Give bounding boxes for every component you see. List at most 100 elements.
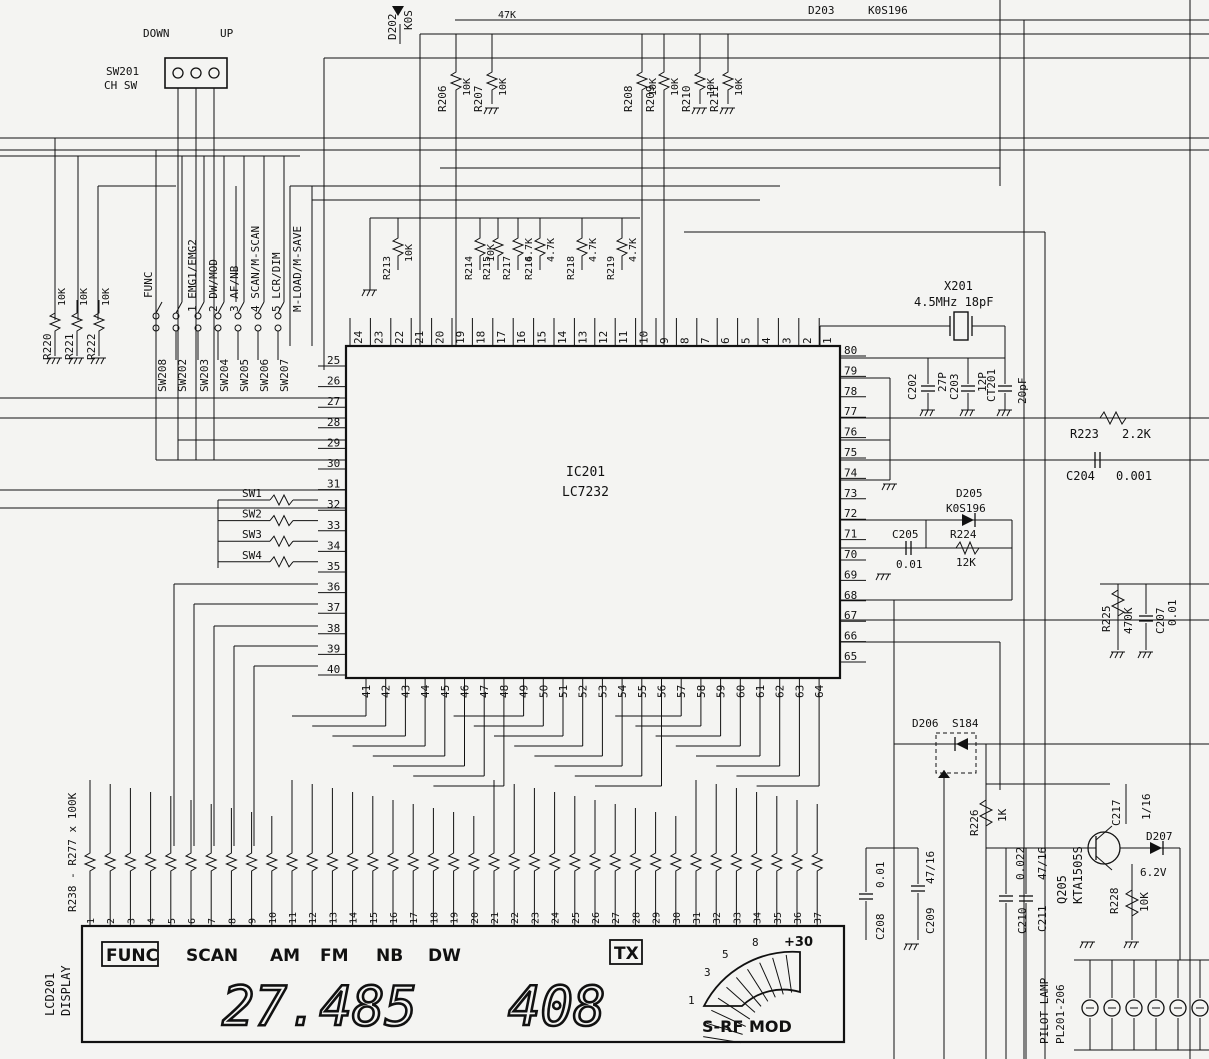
ic-pin-15: 15	[536, 331, 549, 344]
lcd-pin-22: 22	[510, 912, 521, 924]
ic-pin-26: 26	[327, 375, 340, 388]
c202-value: 27P	[936, 372, 949, 392]
pulldown-R222-value: 10K	[101, 288, 112, 306]
key-function-6: M-LOAD/M-SAVE	[291, 226, 304, 312]
key-switch-SW202: SW202	[176, 359, 189, 392]
ic-pin-7: 7	[699, 337, 712, 344]
ic-pin-48: 48	[498, 685, 511, 698]
pilot-lamp-2	[1103, 999, 1121, 1017]
lcd-pin-21: 21	[490, 912, 501, 924]
ic-pin-55: 55	[636, 685, 649, 698]
ic-pin-65: 65	[844, 650, 857, 663]
series-resistor-label: R238 - R277 x 100K	[66, 792, 79, 912]
r225-value: 470K	[1122, 607, 1135, 634]
r225-ref: R225	[1100, 606, 1113, 633]
ic-pin-69: 69	[844, 568, 857, 581]
mid-resistor-R213-value: 10K	[404, 244, 415, 262]
c205-ref: C205	[892, 528, 919, 541]
ic-pin-16: 16	[515, 331, 528, 344]
lcd-pin-2: 2	[106, 918, 117, 924]
lcd-frequency: 27.485	[222, 975, 417, 1038]
meter-scale-1: 1	[688, 994, 695, 1007]
c207-ref: C207	[1154, 608, 1167, 635]
lcd201-name: DISPLAY	[59, 965, 73, 1016]
lcd-pin-11: 11	[288, 912, 299, 924]
lcd-indicator-am: AM	[270, 946, 300, 966]
r228-ref: R228	[1108, 888, 1121, 915]
r226-value: 1K	[996, 808, 1009, 822]
ic-pin-28: 28	[327, 416, 340, 429]
c210-ref: C210	[1016, 908, 1029, 935]
ic-pin-18: 18	[474, 331, 487, 344]
ic-pin-35: 35	[327, 560, 340, 573]
lcd-indicator-func: FUNC	[106, 946, 158, 966]
ic-pin-30: 30	[327, 457, 340, 470]
d205-part: K0S196	[946, 502, 986, 515]
mid-resistor-R219-value: 4.7K	[628, 238, 639, 262]
ic-pin-23: 23	[372, 331, 385, 344]
top-resistor-R206: R206	[436, 86, 449, 113]
lcd-pin-33: 33	[732, 912, 743, 924]
lcd-pin-14: 14	[349, 912, 360, 924]
lcd-pin-25: 25	[571, 912, 582, 924]
ic-pin-72: 72	[844, 507, 857, 520]
ic-pin-40: 40	[327, 663, 340, 676]
key-switch-SW206: SW206	[258, 359, 271, 392]
c207-value: 0.01	[1166, 600, 1179, 627]
c209-value: 47/16	[924, 851, 937, 884]
mid-resistor-R213: R213	[382, 256, 393, 280]
top-resistor-R209: R209	[644, 86, 657, 113]
lcd-pin-10: 10	[268, 912, 279, 924]
key-switch-SW203: SW203	[198, 359, 211, 392]
pilot-lamp-refs: PL201-206	[1054, 984, 1067, 1044]
lcd-indicator-tx: TX	[614, 944, 639, 964]
pilot-lamp-3	[1125, 999, 1143, 1017]
mid-resistor-R218: R218	[566, 256, 577, 280]
ic-pin-57: 57	[675, 685, 688, 698]
ic-pin-74: 74	[844, 466, 858, 479]
lcd-channel: 408	[508, 975, 606, 1038]
lcd-pin-32: 32	[712, 912, 723, 924]
top-resistor-R208-value: 10K	[648, 78, 659, 96]
ic201-part: LC7232	[562, 485, 609, 500]
ic201-body	[344, 344, 842, 680]
top-resistor-R206-value: 10K	[462, 78, 473, 96]
lcd-pin-31: 31	[692, 912, 703, 924]
key-switch-SW204: SW204	[218, 359, 231, 392]
right-side-circuit: X201 4.5MHz 18pF C202 27P C203 12P CT201…	[819, 279, 1209, 1059]
r224-value: 12K	[956, 556, 976, 569]
ic-pin-2: 2	[801, 337, 814, 344]
left-bus-lines	[0, 137, 1209, 509]
q205-ref: Q205	[1055, 875, 1069, 904]
ic-pin-3: 3	[780, 337, 793, 344]
ic-pin-66: 66	[844, 630, 857, 643]
mid-resistor-R214-value: 10K	[486, 244, 497, 262]
sw201-ref: SW201	[106, 65, 139, 78]
ic-pin-38: 38	[327, 622, 340, 635]
ic-pin-51: 51	[557, 685, 570, 698]
lcd-pin-13: 13	[328, 912, 339, 924]
d206-ref: D206	[912, 717, 939, 730]
d202-ref: D202	[386, 14, 399, 41]
pulldown-R220-value: 10K	[57, 288, 68, 306]
ic-pin-56: 56	[656, 685, 669, 698]
key-switch-SW208: SW208	[156, 359, 169, 392]
pilot-lamp-1	[1081, 999, 1099, 1017]
ic-pin-73: 73	[844, 487, 857, 500]
pilot-lamp-label: PILOT LAMP	[1038, 977, 1051, 1044]
ic-pin-34: 34	[327, 539, 341, 552]
key-function-2: 2 DW/MOD	[207, 259, 220, 312]
lcd-pin-4: 4	[147, 918, 158, 924]
r228-value: 10K	[1138, 892, 1151, 912]
d203-ref: D203	[808, 4, 835, 17]
x201-ref: X201	[944, 279, 973, 293]
d207-part: 6.2V	[1140, 866, 1167, 879]
mid-resistor-R217-value: 4.7K	[524, 238, 535, 262]
c211-ref: C211	[1036, 906, 1049, 933]
pilot-lamp-6	[1191, 999, 1209, 1017]
ic-pin-20: 20	[434, 331, 447, 344]
